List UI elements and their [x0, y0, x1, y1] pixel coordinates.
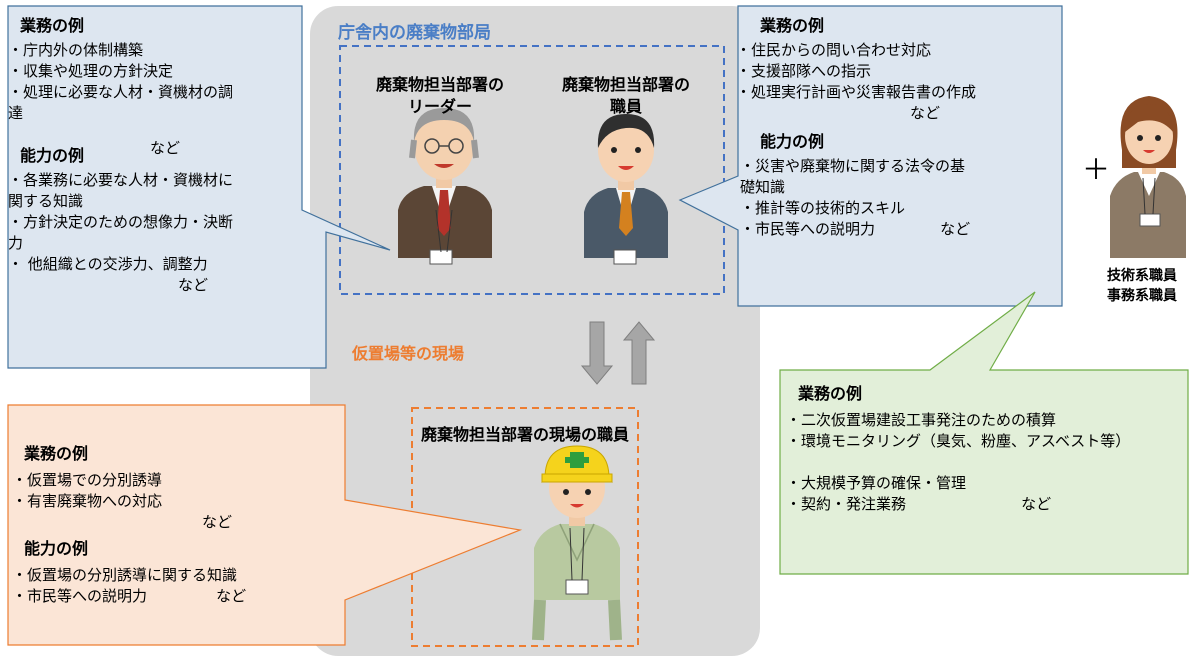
field-worker-figure-icon: [532, 445, 622, 641]
staff-duties-etc: など: [910, 104, 941, 122]
external-callout-bubble: [779, 291, 1189, 575]
staff-figure-icon: [584, 114, 668, 265]
field-duties-title: 業務の例: [24, 444, 89, 463]
external-duty-4: ・大規模予算の確保・管理: [786, 474, 967, 492]
external-staff-figure-icon: [1110, 96, 1186, 258]
down-arrow-icon: [580, 321, 614, 385]
staff-label: 廃棄物担当部署の 職員: [561, 75, 690, 116]
staff-duty-3: ・処理実行計画や災害報告書の作成: [736, 83, 977, 101]
staff-skill-1: ・災害や廃棄物に関する法令の基 礎知識: [740, 157, 966, 196]
staff-duties-title: 業務の例: [760, 16, 825, 35]
staff-duty-2: ・支援部隊への指示: [736, 62, 872, 80]
external-callout-text: 業務の例 ・二次仮置場建設工事発注のための積算 ・環境モニタリング（臭気、粉塵、…: [786, 380, 1188, 515]
field-worker-label: 廃棄物担当部署の現場の職員: [420, 425, 629, 444]
field-duties-etc: など: [202, 513, 233, 531]
field-skill-2: ・市民等への説明力: [12, 587, 148, 605]
external-duty-2: ・環境モニタリング（臭気、粉塵、アスベスト等）: [786, 432, 1131, 450]
office-group-title: 庁舎内の廃棄物部局: [338, 23, 491, 43]
external-duty-5: ・契約・発注業務: [786, 495, 907, 513]
staff-duty-1: ・住民からの問い合わせ対応: [736, 41, 932, 59]
leader-duty-3: ・処理に必要な人材・資機材の調 達: [8, 83, 234, 122]
staff-skills-title: 能力の例: [760, 132, 825, 151]
leader-callout-text: 業務の例 ・庁内外の体制構築 ・収集や処理の方針決定 ・処理に必要な人材・資機材…: [8, 12, 310, 296]
field-skills-etc: など: [216, 587, 247, 605]
staff-skill-3: ・市民等への説明力: [740, 220, 876, 238]
staff-skill-2: ・推計等の技術的スキル: [740, 199, 906, 217]
external-duty-1: ・二次仮置場建設工事発注のための積算: [786, 411, 1057, 429]
up-arrow-icon: [622, 321, 656, 385]
leader-label: 廃棄物担当部署の リーダー: [375, 75, 504, 116]
leader-duties-etc: など: [150, 139, 181, 157]
external-duty-3: [786, 452, 1188, 473]
field-skill-1: ・仮置場の分別誘導に関する知識: [12, 566, 238, 584]
external-staff-label: 技術系職員 事務系職員: [1107, 268, 1177, 304]
staff-callout-bubble: [678, 5, 1063, 307]
leader-duty-1: ・庁内外の体制構築: [8, 41, 144, 59]
external-duties-title: 業務の例: [798, 384, 863, 403]
external-duties-etc: など: [1021, 495, 1052, 513]
leader-skills-etc: など: [178, 276, 209, 294]
leader-duties-title: 業務の例: [20, 16, 85, 35]
leader-skill-3: ・ 他組織との交渉力、調整力: [8, 255, 208, 273]
field-duty-2: ・有害廃棄物への対応: [12, 492, 163, 510]
field-group-title: 仮置場等の現場: [352, 344, 465, 363]
field-skills-title: 能力の例: [24, 539, 89, 558]
field-callout-text: 業務の例 ・仮置場での分別誘導 ・有害廃棄物への対応 など 能力の例 ・仮置場の…: [12, 440, 344, 607]
staff-callout-text: 業務の例 ・住民からの問い合わせ対応 ・支援部隊への指示 ・処理実行計画や災害報…: [736, 12, 1058, 240]
leader-duty-2: ・収集や処理の方針決定: [8, 62, 174, 80]
leader-skill-1: ・各業務に必要な人材・資機材に 関する知識: [8, 171, 234, 210]
leader-skills-title: 能力の例: [20, 146, 85, 165]
field-duty-1: ・仮置場での分別誘導: [12, 471, 163, 489]
office-group-border: [339, 45, 725, 295]
leader-figure-icon: [398, 108, 492, 265]
plus-sign: ＋: [1082, 153, 1111, 186]
leader-skill-2: ・方針決定のための想像力・決断 力: [8, 213, 234, 252]
field-callout-bubble: [7, 404, 523, 646]
staff-skills-etc: など: [940, 220, 971, 238]
leader-callout-bubble: [7, 5, 391, 369]
